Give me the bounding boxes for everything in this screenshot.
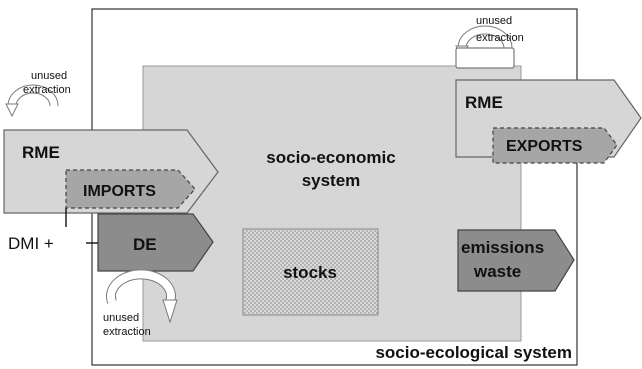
de-arrow [97, 213, 214, 272]
dmi-label: DMI + [8, 234, 54, 253]
exports-arrow [492, 127, 618, 164]
unused-extraction-label-line1: unused [103, 312, 139, 324]
emissions-label: emissions [461, 238, 544, 257]
unused-extraction-loop-icon [106, 269, 178, 324]
socio-economic-system-label-line2: system [302, 171, 361, 190]
unused-extraction-label-line1: unused [31, 70, 67, 82]
waste-label: waste [473, 262, 521, 281]
emissions-waste-arrow [457, 229, 575, 292]
imports-arrow [65, 169, 196, 209]
imports-label: IMPORTS [83, 183, 156, 200]
rme-import-label: RME [22, 143, 60, 162]
unused-extraction-loop-icon [5, 84, 59, 118]
unused-extraction-label-line2: extraction [103, 326, 151, 338]
unused-extraction-label-line2: extraction [23, 84, 71, 96]
rme-export-label: RME [465, 93, 503, 112]
unused-extraction-loop-icon [455, 25, 515, 69]
de-label: DE [133, 235, 157, 254]
socio-ecological-system-label: socio-ecological system [375, 343, 572, 362]
stocks-label: stocks [283, 263, 337, 282]
unused-extraction-label-line1: unused [476, 15, 512, 27]
socio-economic-system-label-line1: socio-economic [266, 148, 395, 167]
exports-label: EXPORTS [506, 138, 583, 155]
unused-extraction-label-line2: extraction [476, 32, 524, 44]
stocks-box [242, 228, 379, 316]
